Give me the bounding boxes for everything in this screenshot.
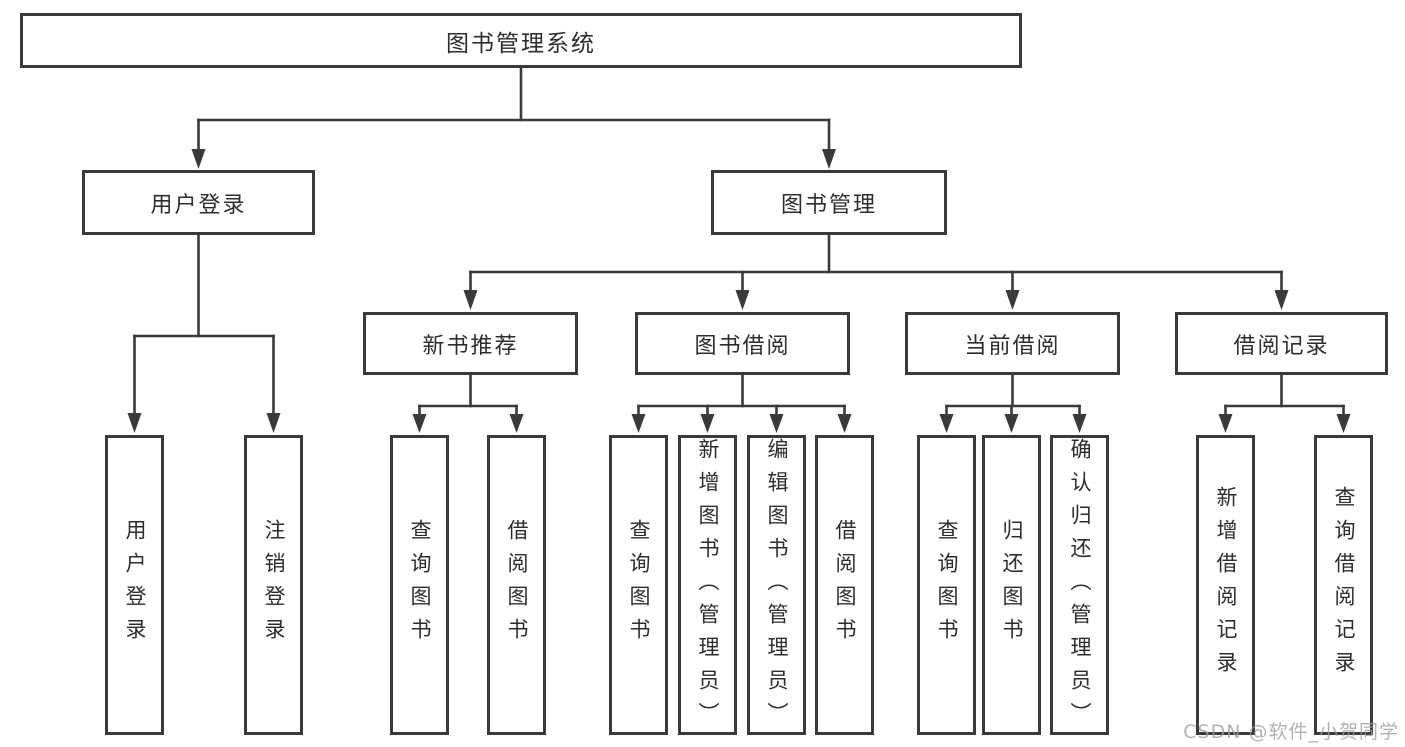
leaf-user-login-label: 用户登录 <box>123 519 147 651</box>
leaf-edit-books-admin-label: 编辑图书（管理员） <box>765 438 789 735</box>
node-book-management: 图书管理 <box>711 170 947 235</box>
leaf-borrow-books: 借阅图书 <box>815 435 874 735</box>
connector-borrow-records-to-leaves <box>1218 373 1351 433</box>
leaf-query-books-current-label: 查询图书 <box>935 519 959 651</box>
leaf-add-borrow-record: 新增借阅记录 <box>1196 435 1255 735</box>
leaf-query-books-borrow-label: 查询图书 <box>627 519 651 651</box>
leaf-query-borrow-record: 查询借阅记录 <box>1314 435 1373 735</box>
leaf-add-borrow-record-label: 新增借阅记录 <box>1214 486 1238 684</box>
connector-new-book-recommend-to-leaves <box>412 373 524 433</box>
leaf-query-books-current: 查询图书 <box>917 435 976 735</box>
node-borrow-records: 借阅记录 <box>1175 312 1388 375</box>
leaf-add-books-admin: 新增图书（管理员） <box>678 435 737 735</box>
leaf-query-books-recommend: 查询图书 <box>390 435 449 735</box>
leaf-edit-books-admin: 编辑图书（管理员） <box>747 435 806 735</box>
node-root: 图书管理系统 <box>20 13 1022 68</box>
leaf-user-login: 用户登录 <box>105 435 164 735</box>
connector-current-borrow-to-leaves <box>939 373 1087 433</box>
connector-book-borrow-to-leaves <box>631 373 852 433</box>
leaf-query-borrow-record-label: 查询借阅记录 <box>1332 486 1356 684</box>
leaf-logout: 注销登录 <box>244 435 303 735</box>
leaf-borrow-books-recommend: 借阅图书 <box>487 435 546 735</box>
leaf-add-books-admin-label: 新增图书（管理员） <box>696 438 720 735</box>
leaf-borrow-books-label: 借阅图书 <box>833 519 857 651</box>
node-book-borrow-label: 图书借阅 <box>694 333 791 359</box>
leaf-query-books-recommend-label: 查询图书 <box>408 519 432 651</box>
leaf-confirm-return-admin: 确认归还（管理员） <box>1050 435 1109 735</box>
leaf-return-books-label: 归还图书 <box>1000 519 1024 651</box>
node-book-management-label: 图书管理 <box>780 192 877 218</box>
leaf-borrow-books-recommend-label: 借阅图书 <box>505 519 529 651</box>
node-user-login-label: 用户登录 <box>150 192 247 218</box>
node-root-label: 图书管理系统 <box>446 30 596 57</box>
leaf-return-books: 归还图书 <box>982 435 1041 735</box>
leaf-logout-label: 注销登录 <box>262 519 286 651</box>
node-borrow-records-label: 借阅记录 <box>1233 333 1330 359</box>
node-current-borrow-label: 当前借阅 <box>964 333 1061 359</box>
node-book-borrow: 图书借阅 <box>635 312 850 375</box>
node-user-login: 用户登录 <box>82 170 315 235</box>
node-current-borrow: 当前借阅 <box>905 312 1120 375</box>
leaf-query-books-borrow: 查询图书 <box>609 435 668 735</box>
connector-user-login-to-leaves <box>127 233 281 433</box>
node-new-book-recommend: 新书推荐 <box>363 312 578 375</box>
leaf-confirm-return-admin-label: 确认归还（管理员） <box>1068 438 1092 735</box>
csdn-watermark: CSDN @软件_小贺同学 <box>1183 721 1399 743</box>
node-new-book-recommend-label: 新书推荐 <box>422 333 519 359</box>
connector-root-to-level2 <box>191 66 836 169</box>
connector-book-management-to-level3 <box>463 233 1289 310</box>
